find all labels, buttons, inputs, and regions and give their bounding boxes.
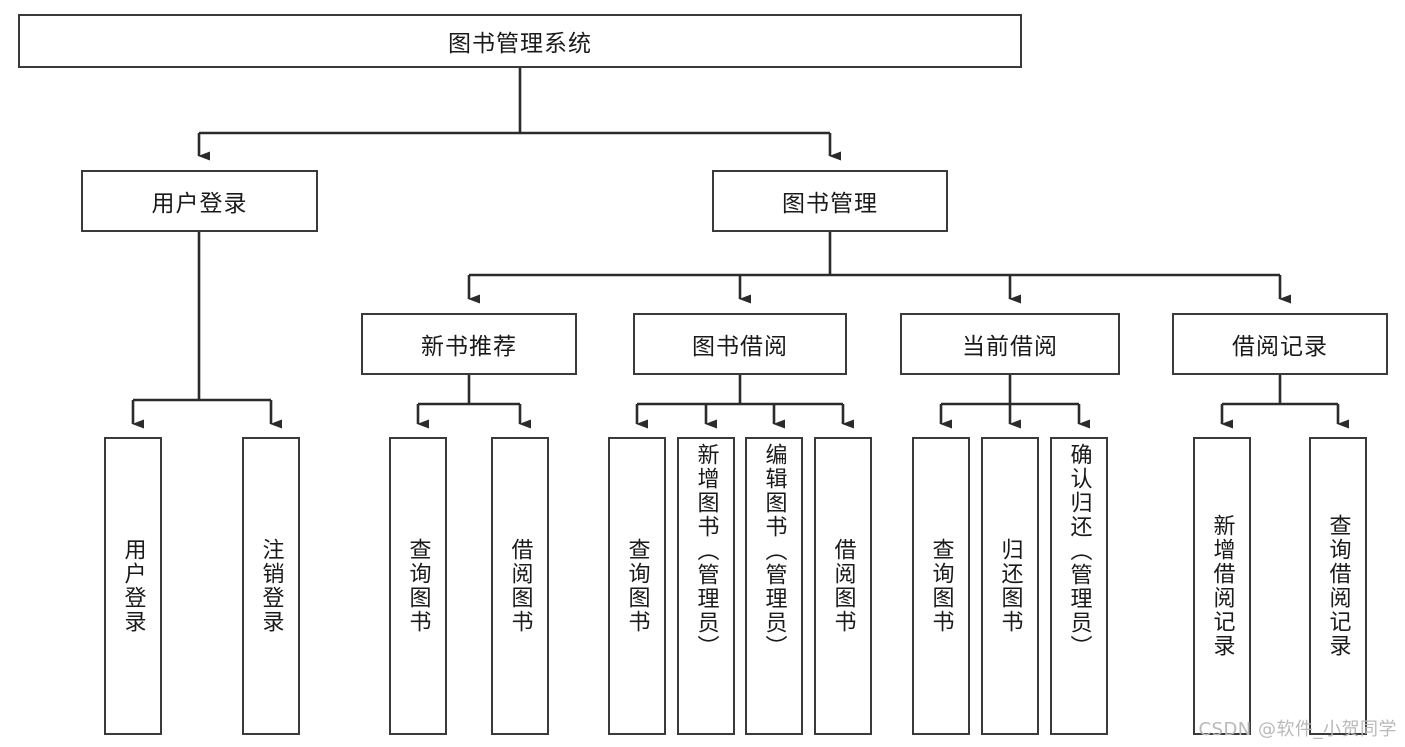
csdn-watermark: CSDN @软件_小贺同学 <box>1198 719 1397 740</box>
vertical-text-wrap: 注销登录 <box>244 439 298 733</box>
node-label: 当前借阅 <box>962 334 1058 360</box>
node-label: 查询图书 <box>405 538 431 634</box>
node-leaf-edit-book-admin[interactable]: 编辑图书（管理员） <box>745 437 803 735</box>
node-label: 图书管理 <box>782 191 878 217</box>
node-label: 借阅记录 <box>1232 334 1328 360</box>
node-label: 注销登录 <box>258 538 284 634</box>
node-leaf-user-login[interactable]: 用户登录 <box>104 437 162 735</box>
vertical-text-wrap: 查询图书 <box>610 439 664 733</box>
node-leaf-query-book-recommend[interactable]: 查询图书 <box>389 437 447 735</box>
node-label: 图书借阅 <box>692 334 788 360</box>
node-label: 归还图书 <box>997 538 1023 634</box>
node-label: 查询图书 <box>928 538 954 634</box>
node-label: 借阅图书 <box>830 538 856 634</box>
vertical-text-wrap: 新增借阅记录 <box>1195 439 1249 733</box>
vertical-text-wrap: 借阅图书 <box>816 439 870 733</box>
vertical-text-wrap: 归还图书 <box>983 439 1037 733</box>
node-label: 新书推荐 <box>421 334 517 360</box>
vertical-text-wrap: 借阅图书 <box>493 439 547 733</box>
node-leaf-add-borrow-record[interactable]: 新增借阅记录 <box>1193 437 1251 735</box>
node-new-book-recommend[interactable]: 新书推荐 <box>361 313 577 375</box>
node-label: 新增图书（管理员） <box>693 443 719 659</box>
node-label: 确认归还（管理员） <box>1066 443 1092 659</box>
node-borrow-record[interactable]: 借阅记录 <box>1172 313 1388 375</box>
vertical-text-wrap: 编辑图书（管理员） <box>747 439 801 737</box>
node-label: 查询借阅记录 <box>1325 514 1351 658</box>
node-leaf-query-book-borrow[interactable]: 查询图书 <box>608 437 666 735</box>
node-leaf-borrow-book-recommend[interactable]: 借阅图书 <box>491 437 549 735</box>
vertical-text-wrap: 新增图书（管理员） <box>679 439 733 737</box>
node-label: 用户登录 <box>151 191 248 217</box>
node-root-system[interactable]: 图书管理系统 <box>18 14 1022 68</box>
node-label: 借阅图书 <box>507 538 533 634</box>
node-book-management[interactable]: 图书管理 <box>712 170 948 232</box>
vertical-text-wrap: 查询图书 <box>914 439 968 733</box>
node-user-login[interactable]: 用户登录 <box>81 170 318 232</box>
node-label: 图书管理系统 <box>448 31 592 57</box>
node-leaf-query-book-current[interactable]: 查询图书 <box>912 437 970 735</box>
node-leaf-query-borrow-record[interactable]: 查询借阅记录 <box>1309 437 1367 735</box>
node-label: 用户登录 <box>120 538 146 634</box>
node-leaf-borrow-book[interactable]: 借阅图书 <box>814 437 872 735</box>
vertical-text-wrap: 查询借阅记录 <box>1311 439 1365 733</box>
node-leaf-return-book[interactable]: 归还图书 <box>981 437 1039 735</box>
node-label: 查询图书 <box>624 538 650 634</box>
vertical-text-wrap: 用户登录 <box>106 439 160 733</box>
node-label: 新增借阅记录 <box>1209 514 1235 658</box>
node-leaf-add-book-admin[interactable]: 新增图书（管理员） <box>677 437 735 735</box>
vertical-text-wrap: 查询图书 <box>391 439 445 733</box>
vertical-text-wrap: 确认归还（管理员） <box>1052 439 1106 737</box>
node-current-borrow[interactable]: 当前借阅 <box>900 313 1120 375</box>
node-leaf-confirm-return-admin[interactable]: 确认归还（管理员） <box>1050 437 1108 735</box>
node-label: 编辑图书（管理员） <box>761 443 787 659</box>
node-book-borrow[interactable]: 图书借阅 <box>633 313 847 375</box>
node-leaf-logout[interactable]: 注销登录 <box>242 437 300 735</box>
